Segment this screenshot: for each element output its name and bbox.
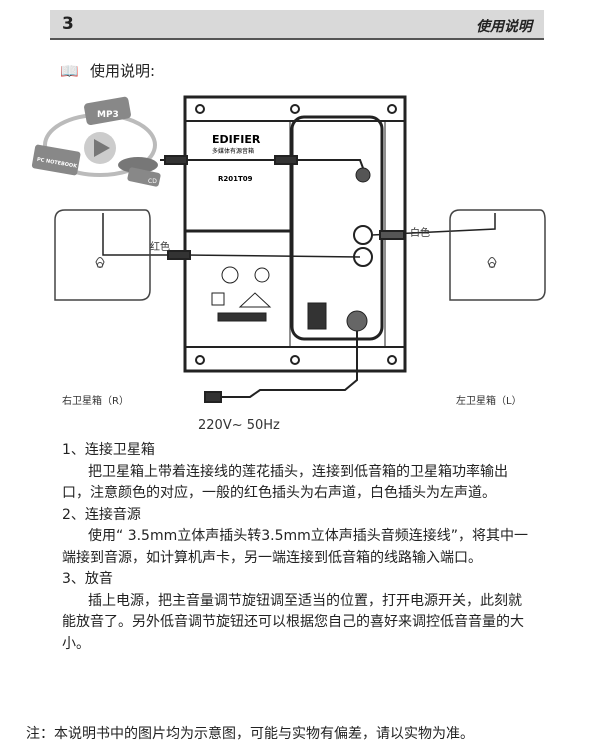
step-title: 2、连接音源 [62,506,141,523]
footnote: 注：本说明书中的图片均为示意图，可能与实物有偏差，请以实物为准。 [26,726,474,742]
book-icon: 📖 [60,62,79,80]
model-label: R201T09 [218,175,253,183]
step-title: 3、放音 [62,571,113,587]
section-title-text: 使用说明: [90,62,156,80]
page-number: 3 [62,14,74,34]
step-text: 插上电源，把主音量调节旋钮调至适当的位置，打开电源开关，此刻就能放音了。另外低音… [62,592,524,652]
header-title: 使用说明 [476,19,532,35]
step-text: 使用“ 3.5mm立体声插头转3.5mm立体声插头音频连接线”，将其中一端接到音… [62,528,529,566]
page-header: 3 使用说明 [50,10,544,40]
white-plug-label: 白色 [410,228,430,239]
right-satellite-speaker [54,209,151,301]
left-satellite-speaker [449,209,546,301]
brand-logo: EDIFIER [212,133,261,146]
section-title: 📖 使用说明: [60,60,155,81]
step-title: 1、连接卫星箱 [62,442,155,458]
power-label: 220V~ 50Hz [198,418,280,433]
cables [102,155,496,403]
right-speaker-label: 右卫星箱（R） [62,396,129,407]
left-speaker-label: 左卫星箱（L） [456,396,522,407]
instructions: 1、连接卫星箱 把卫星箱上带着连接线的莲花插头，连接到低音箱的卫星箱功率输出口，… [62,440,532,655]
connection-diagram: MP3 PC NOTEBOOK CD EDIFIER 多媒体有源音箱 R201T… [31,95,546,403]
cd-label: CD [148,178,157,185]
red-plug-label: 红色 [150,242,170,253]
step-text: 把卫星箱上带着连接线的莲花插头，连接到低音箱的卫星箱功率输出口，注意颜色的对应，… [62,463,508,502]
mp3-label: MP3 [97,110,119,120]
audio-source-icon [31,96,161,187]
brand-subtitle: 多媒体有源音箱 [212,147,254,155]
